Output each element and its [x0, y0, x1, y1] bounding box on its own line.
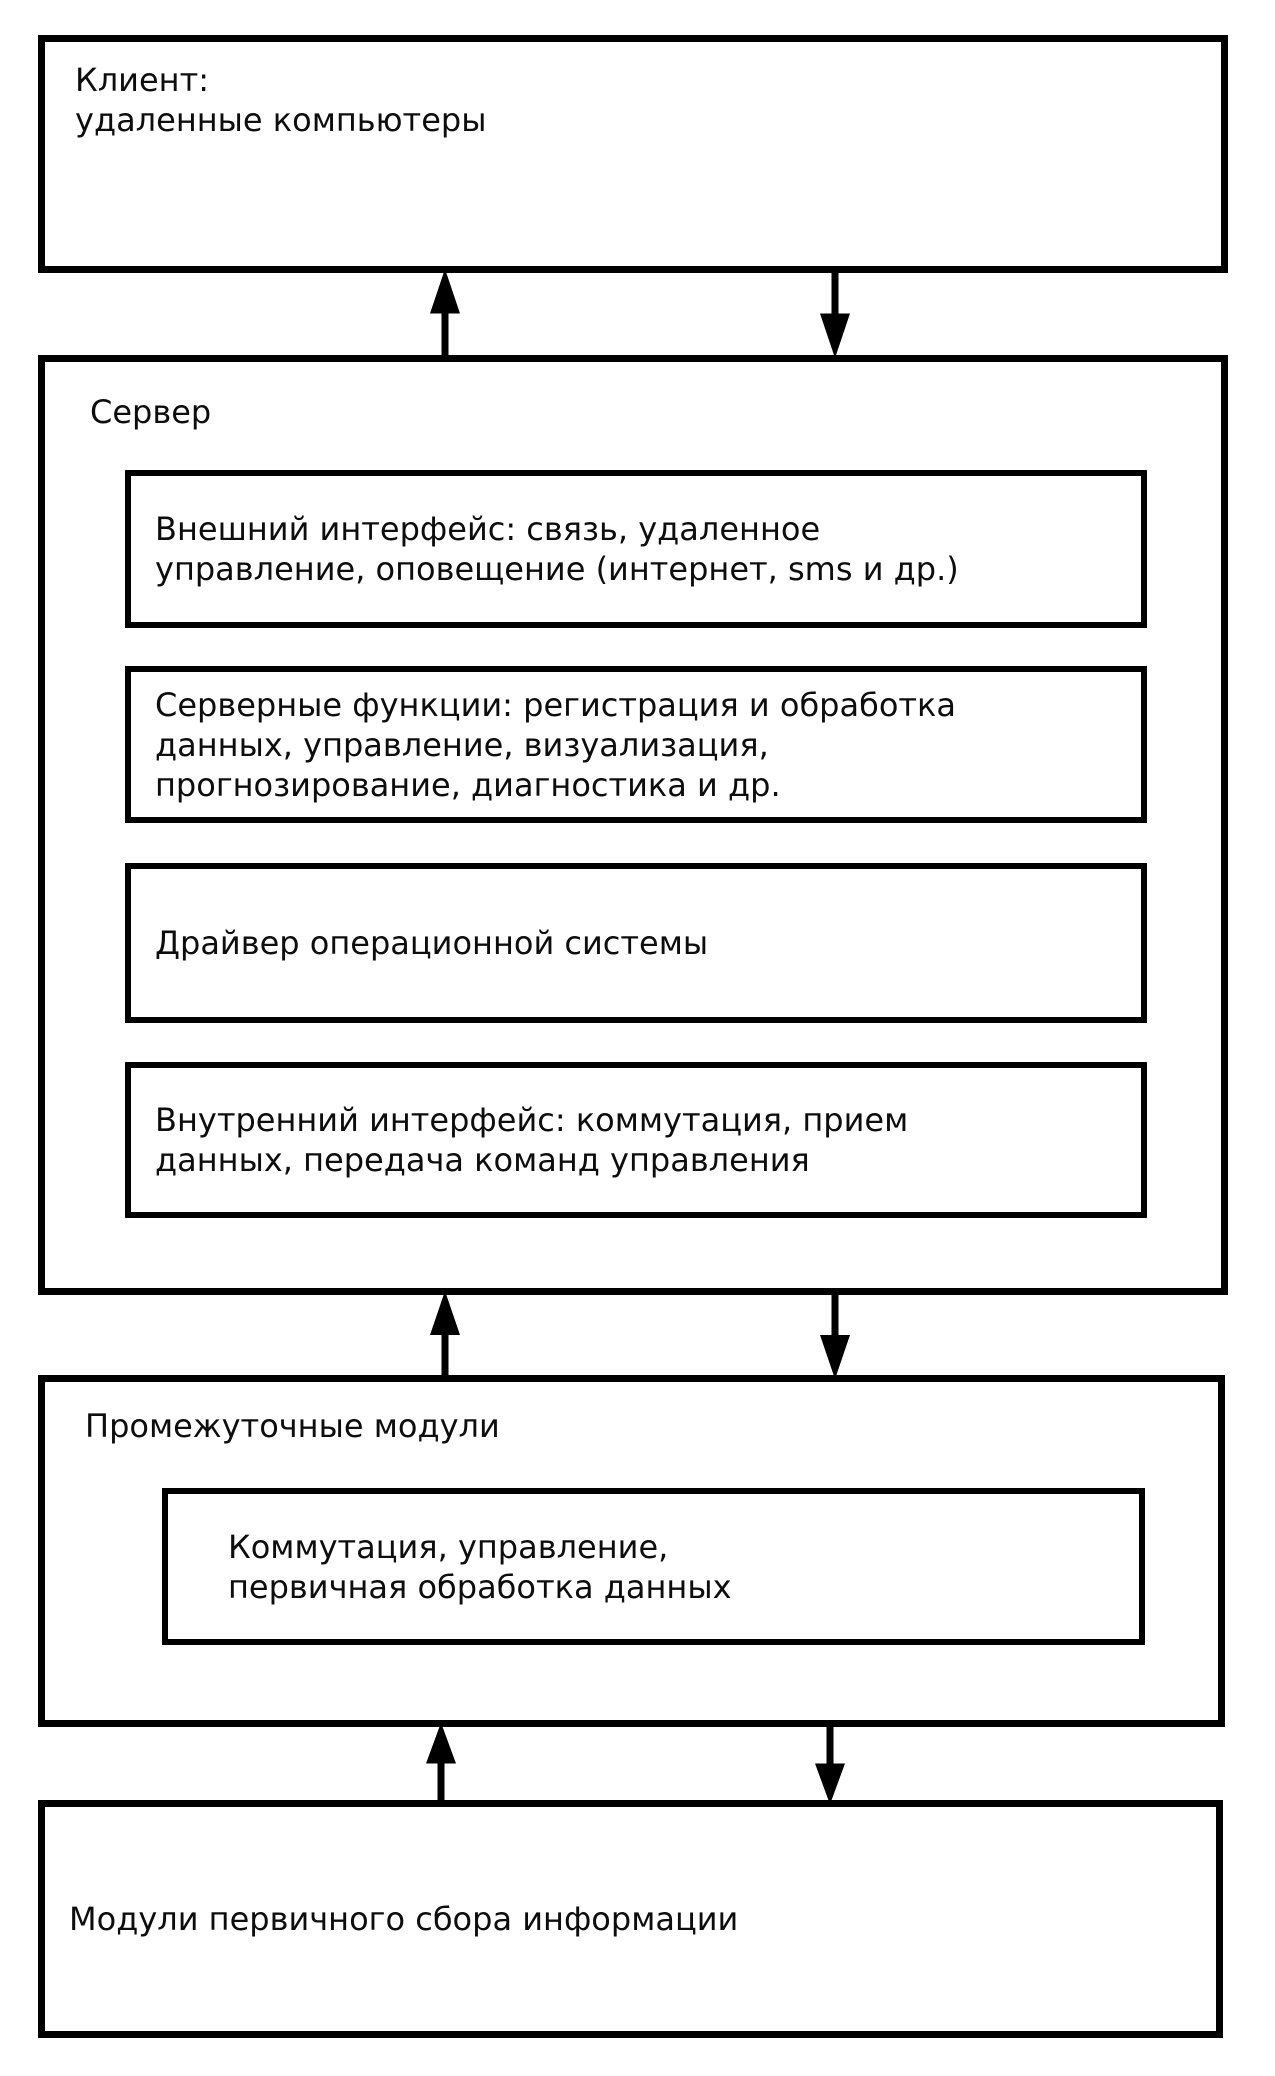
client-box-title: Клиент: удаленные компьютеры [75, 61, 487, 139]
server-module-label: Внешний интерфейс: связь, удаленное упра… [155, 510, 959, 588]
intermediate-module-label: Коммутация, управление, первичная обрабо… [228, 1527, 732, 1606]
arrow-up-icon [427, 266, 463, 361]
server-module-label: Серверные функции: регистрация и обработ… [155, 685, 956, 804]
server-module-os-driver: Драйвер операционной системы [125, 863, 1147, 1023]
intermediate-modules-box: Промежуточные модули Коммутация, управле… [38, 1375, 1225, 1727]
server-module-external-interface: Внешний интерфейс: связь, удаленное упра… [125, 470, 1147, 628]
server-module-functions: Серверные функции: регистрация и обработ… [125, 666, 1147, 823]
collector-box-title: Модули первичного сбора информации [69, 1900, 739, 1938]
arrow-down-icon [817, 266, 853, 361]
collector-modules-box: Модули первичного сбора информации [38, 1800, 1223, 2038]
arrow-down-icon [817, 1288, 853, 1382]
server-module-label: Драйвер операционной системы [155, 924, 709, 962]
arrow-up-icon [427, 1288, 463, 1382]
server-box-title: Сервер [90, 393, 212, 431]
server-module-label: Внутренний интерфейс: коммутация, прием … [155, 1101, 909, 1179]
server-box: Сервер Внешний интерфейс: связь, удаленн… [38, 355, 1228, 1295]
client-box: Клиент: удаленные компьютеры [38, 35, 1228, 273]
intermediate-module-switching: Коммутация, управление, первичная обрабо… [162, 1488, 1145, 1645]
server-module-internal-interface: Внутренний интерфейс: коммутация, прием … [125, 1062, 1147, 1218]
arrow-up-icon [423, 1720, 459, 1807]
arrow-down-icon [812, 1720, 848, 1807]
intermediate-box-title: Промежуточные модули [85, 1407, 500, 1445]
